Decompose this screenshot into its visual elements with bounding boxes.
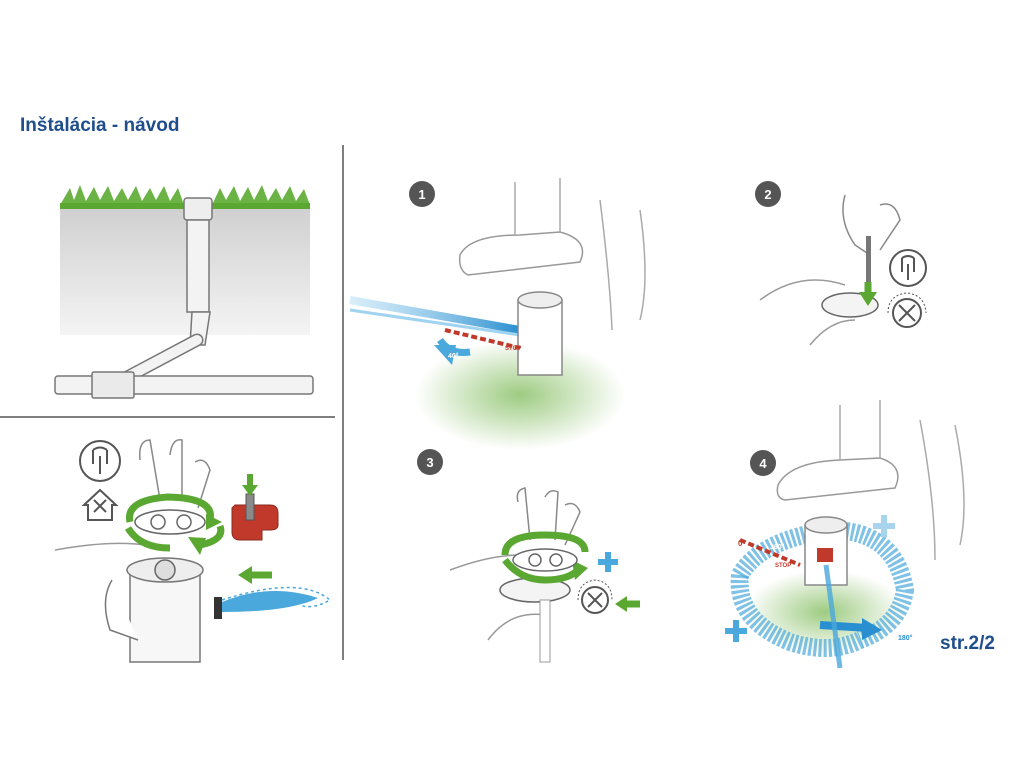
step-4: 4 STOP 0° 360° 180°	[725, 400, 964, 668]
step-badge-3: 3	[417, 449, 443, 475]
adjustment-panel	[55, 440, 330, 662]
step-badge-1: 1	[409, 181, 435, 207]
arc-start-label: 0°	[738, 539, 746, 548]
angle-label-1: 40°	[448, 352, 459, 360]
arc-full-label: 360°	[770, 543, 785, 551]
nozzle-red-icon	[232, 474, 278, 540]
step-1: 1 STOP 40°	[350, 178, 645, 450]
step-2: 2	[755, 181, 926, 345]
screwdriver-icon	[80, 441, 120, 481]
plus-icon	[725, 620, 747, 642]
step-badge-4: 4	[750, 450, 776, 476]
stop-label-4: STOP	[775, 563, 791, 569]
step-3: 3	[417, 449, 640, 662]
no-adjust-icon	[84, 490, 116, 520]
step-number-3: 3	[426, 455, 433, 470]
step-badge-2: 2	[755, 181, 781, 207]
stop-label-1: STOP	[505, 346, 521, 352]
plus-icon	[598, 552, 618, 572]
step-number-4: 4	[759, 456, 767, 471]
screwdriver-icon	[890, 250, 926, 286]
plus-icon	[873, 515, 895, 537]
no-adjust-icon	[888, 293, 926, 327]
arc-half-label: 180°	[898, 634, 913, 642]
ground-cross-section	[55, 185, 313, 398]
no-adjust-icon	[578, 580, 612, 613]
step-number-2: 2	[764, 187, 771, 202]
step-number-1: 1	[418, 187, 425, 202]
